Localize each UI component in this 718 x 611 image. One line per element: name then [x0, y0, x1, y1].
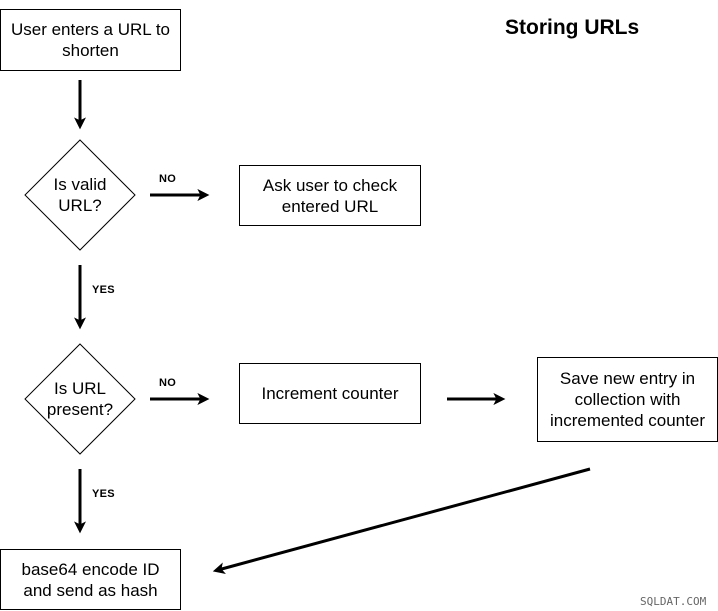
- present-check-diamond: [24, 343, 136, 455]
- diagram-title: Storing URLs: [505, 16, 640, 39]
- start-box: User enters a URL to shorten: [0, 9, 181, 71]
- valid-yes-label: YES: [92, 284, 115, 296]
- present-no-label: NO: [159, 377, 177, 389]
- ask-user-box-label: Ask user to check entered URL: [262, 175, 398, 216]
- arrow-save-to-encode: [212, 467, 591, 575]
- save-entry-box: Save new entry in collection with increm…: [537, 357, 718, 442]
- present-yes-label: YES: [92, 488, 115, 500]
- valid-check-diamond: [24, 139, 136, 251]
- encode-box-label: base64 encode ID and send as hash: [21, 559, 160, 600]
- increment-box: Increment counter: [239, 363, 421, 424]
- increment-box-label: Increment counter: [261, 384, 399, 403]
- watermark-text: SQLDAT.COM: [640, 595, 707, 608]
- present-check-label: Is URL present?: [46, 379, 114, 419]
- encode-box: base64 encode ID and send as hash: [0, 549, 181, 610]
- ask-user-box: Ask user to check entered URL: [239, 165, 421, 226]
- start-box-label: User enters a URL to shorten: [10, 20, 171, 60]
- save-entry-box-label: Save new entry in collection with increm…: [550, 369, 705, 430]
- valid-check-label: Is valid URL?: [53, 175, 107, 215]
- valid-no-label: NO: [159, 173, 177, 185]
